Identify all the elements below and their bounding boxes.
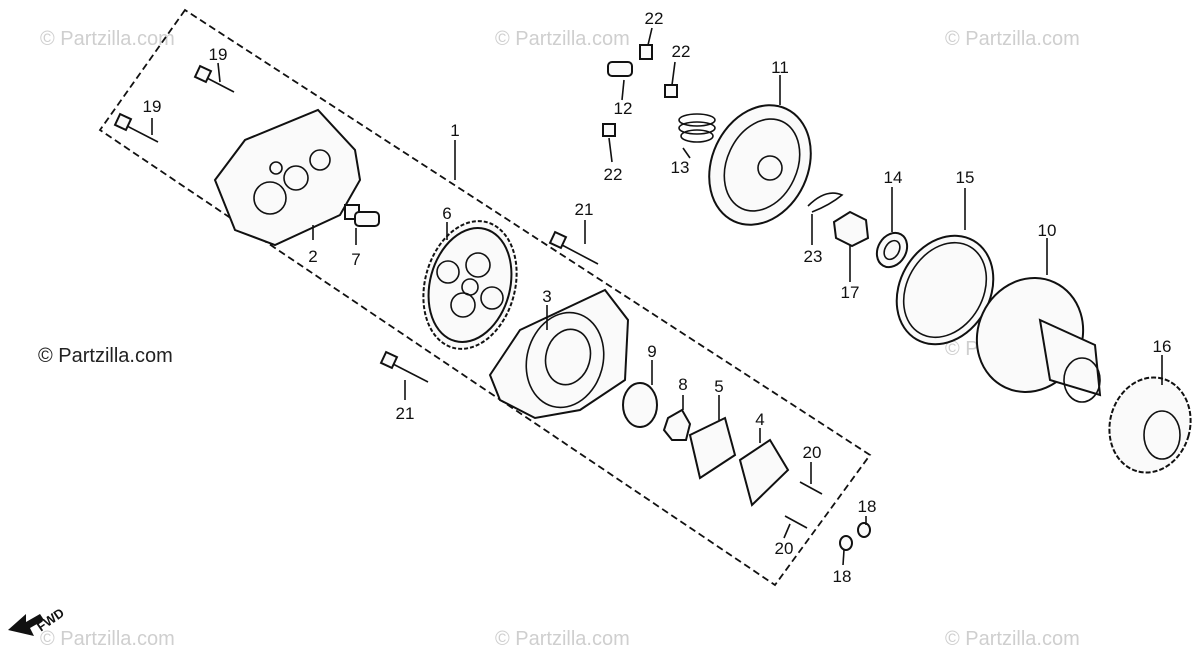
part-18-o-ring (839, 535, 853, 551)
part-14-washer (875, 231, 909, 269)
callout-19: 19 (209, 45, 228, 64)
callout-18: 18 (833, 567, 852, 586)
part-3-pump-body (488, 288, 630, 420)
watermark: © Partzilla.com (945, 628, 1080, 650)
callout-22: 22 (645, 9, 664, 28)
part-12-pin (607, 61, 633, 77)
part-5-gasket (688, 416, 737, 480)
bolt-21-upper (548, 230, 599, 265)
callout-8: 8 (678, 375, 687, 394)
screw-22-left (602, 123, 616, 137)
callout-23: 23 (804, 247, 823, 266)
callout-21: 21 (396, 404, 415, 423)
callout-22: 22 (604, 165, 623, 184)
callout-16: 16 (1153, 337, 1172, 356)
callout-13: 13 (671, 158, 690, 177)
assembly-frame (98, 8, 872, 587)
part-13-spring (678, 113, 716, 143)
part-23-clip (807, 192, 844, 213)
leader-lines (151, 27, 1163, 566)
callout-3: 3 (542, 287, 551, 306)
watermark: © Partzilla.com (40, 628, 175, 650)
fwd-arrow-icon (8, 614, 44, 636)
part-8-inner-rotor (662, 408, 692, 441)
callout-12: 12 (614, 99, 633, 118)
part-17-nut (832, 210, 870, 248)
screw-22-mid (664, 84, 678, 98)
part-4-plate (738, 438, 790, 507)
part-9-outer-rotor (622, 382, 658, 428)
watermark: © Partzilla.com (945, 28, 1080, 50)
screw-20-upper (799, 481, 823, 495)
callout-4: 4 (755, 410, 764, 429)
bolt-21-lower (379, 350, 429, 383)
callout-20: 20 (775, 539, 794, 558)
callout-7: 7 (351, 250, 360, 269)
copyright-label: © Partzilla.com (38, 345, 173, 367)
callout-labels: 1 2 3 4 5 6 7 8 9 10 11 12 13 14 15 16 1… (143, 9, 1172, 586)
screw-22-top (639, 44, 653, 60)
part-11-housing (708, 104, 812, 226)
part-7-pin (344, 204, 380, 227)
watermark: © Partzilla.com (495, 628, 630, 650)
callout-9: 9 (647, 342, 656, 361)
washer-hole (883, 239, 901, 261)
callout-11: 11 (771, 58, 789, 77)
callout-22: 22 (672, 42, 691, 61)
callout-1: 1 (450, 121, 459, 140)
callout-6: 6 (442, 204, 451, 223)
part-6-gear (422, 220, 518, 350)
part-16-gear (1108, 376, 1192, 474)
callout-20: 20 (803, 443, 822, 462)
bolt-19-lower (113, 112, 159, 143)
screw-20-lower (784, 515, 808, 529)
part-18-o-ring (857, 522, 871, 538)
callout-17: 17 (841, 283, 860, 302)
watermark: © Partzilla.com (40, 28, 175, 50)
bolt-19-upper (193, 64, 235, 93)
callout-21: 21 (575, 200, 594, 219)
callout-10: 10 (1038, 221, 1057, 240)
callout-19: 19 (143, 97, 162, 116)
callout-2: 2 (308, 247, 317, 266)
callout-5: 5 (714, 377, 723, 396)
part-10-hub (975, 277, 1102, 403)
callout-14: 14 (884, 168, 903, 187)
watermark: © Partzilla.com (495, 28, 630, 50)
part-2-cover (213, 108, 362, 247)
callout-18: 18 (858, 497, 877, 516)
callout-15: 15 (956, 168, 975, 187)
